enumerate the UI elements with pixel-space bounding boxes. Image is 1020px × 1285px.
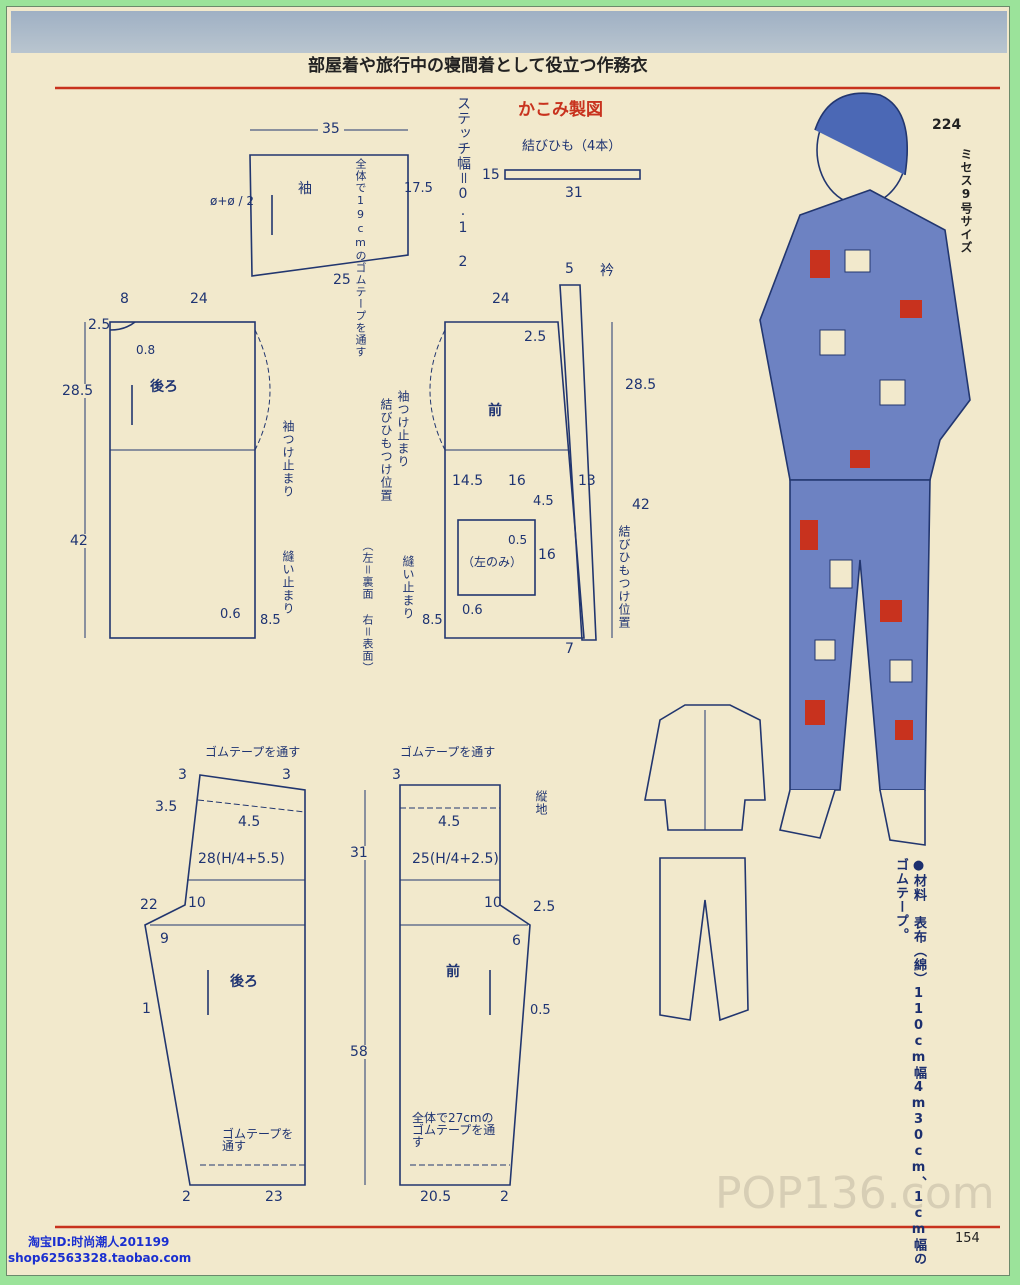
dim: 14.5 [452, 473, 484, 489]
pants-back-piece [144, 774, 306, 1186]
dim: 4.5 [438, 814, 461, 830]
dim: 25 [333, 272, 351, 288]
dim: 0.5 [508, 533, 528, 547]
mark-face-note: （左＝裏面 右＝表面） [361, 540, 374, 674]
dim: 2 [182, 1189, 191, 1205]
materials-line-2: ゴムテープ。 [893, 858, 908, 942]
collar-piece [559, 284, 597, 641]
dim: 2.5 [533, 899, 556, 915]
mark-tie-position: 結びひもつけ位置 [617, 525, 631, 629]
dim: 13 [578, 473, 596, 489]
dim: 24 [492, 291, 510, 307]
top-band [11, 11, 1007, 53]
piece-label-pants-front: 前 [446, 964, 460, 980]
shop-id: 淘宝ID:时尚潮人201199 [28, 1235, 170, 1249]
tie-label: 結びひも（4本） [522, 139, 622, 154]
dim: 16 [538, 547, 556, 563]
size-label: ミセス9号サイズ [959, 148, 973, 254]
section-title: かこみ製図 [518, 100, 603, 120]
piece-label-sleeve: 袖 [298, 181, 312, 197]
dim: 2.5 [88, 317, 111, 333]
dim: 16 [508, 473, 526, 489]
dim: 31 [565, 185, 583, 201]
watermark-logo: POP136.com [715, 1168, 995, 1219]
mark-seam-stop: 縫い止まり [281, 550, 295, 615]
tape-note: ゴムテープを通す [205, 745, 301, 759]
dim: 3 [392, 767, 401, 783]
piece-label-collar: 衿 [600, 263, 614, 279]
stitch-width-note: ステッチ幅＝0.1 2 [455, 96, 471, 271]
dim: 0.5 [530, 1003, 551, 1018]
dim: 10 [188, 895, 206, 911]
dim: 2 [500, 1189, 509, 1205]
shop-url: shop62563328.taobao.com [8, 1251, 192, 1265]
front-bodice-piece [444, 321, 585, 639]
dim: 4.5 [238, 814, 261, 830]
dim: 3 [178, 767, 187, 783]
mark-seam-stop: 縫い止まり [401, 555, 415, 620]
dim: 28.5 [62, 383, 94, 399]
dim: 42 [70, 533, 88, 549]
dim: 8.5 [260, 613, 281, 628]
pocket-label: （左のみ） [462, 555, 523, 569]
dim: 8 [120, 291, 129, 307]
sleeve-piece [249, 154, 409, 277]
dim: 42 [632, 497, 650, 513]
dim: 24 [190, 291, 208, 307]
dim: 28.5 [625, 377, 657, 393]
dim: 4.5 [533, 494, 554, 509]
dim: 35 [318, 122, 344, 136]
mark-sleeve-stop: 袖つけ止まり [396, 390, 410, 468]
materials-line-1: ●材料 表布（綿）110cm幅4m30cm、1cm幅の [911, 858, 926, 1266]
page-number: 154 [955, 1231, 980, 1246]
pants-front-piece [399, 784, 531, 1186]
dim: 31 [350, 845, 368, 861]
dim: 58 [350, 1044, 368, 1060]
tie-strip [504, 169, 641, 180]
page-title: 部屋着や旅行中の寝間着として役立つ作務衣 [308, 56, 648, 76]
piece-label-pants-back: 後ろ [230, 974, 258, 990]
dim: 1 [142, 1001, 151, 1017]
dim: 2.5 [524, 329, 547, 345]
dim: 0.8 [136, 343, 156, 357]
grain-mark: 縦地 [534, 790, 548, 816]
dim: 6 [512, 933, 521, 949]
tape-note: ゴムテープを通す [222, 1127, 294, 1153]
dim: 17.5 [404, 181, 433, 196]
dim: 7 [565, 641, 574, 657]
dim: 5 [565, 261, 574, 277]
dim: 15 [482, 167, 500, 183]
design-number: 224 [932, 117, 962, 133]
dim: 3.5 [155, 799, 178, 815]
piece-label-front: 前 [488, 403, 502, 419]
dim: 22 [140, 897, 158, 913]
sleeve-note: 全体で19cmのゴムテープを通す [354, 158, 367, 358]
dim: 9 [160, 931, 169, 947]
mark-sleeve-stop: 袖つけ止まり [281, 420, 295, 498]
dim: 8.5 [422, 613, 443, 628]
dim: 20.5 [420, 1189, 452, 1205]
dim: 10 [484, 895, 502, 911]
flat-sketch-pants [659, 857, 749, 1022]
dim: 0.6 [220, 607, 241, 622]
tape-note: 全体で27cmのゴムテープを通す [412, 1111, 496, 1149]
back-bodice-piece [109, 321, 256, 639]
mark-tie-position: 結びひもつけ位置 [379, 398, 393, 502]
model-illustration [759, 92, 971, 846]
dim: 3 [282, 767, 291, 783]
pocket [457, 519, 536, 596]
tape-note: ゴムテープを通す [400, 745, 496, 759]
dim: 23 [265, 1189, 283, 1205]
hip-formula: 28(H/4+5.5) [198, 851, 285, 867]
piece-label-back: 後ろ [150, 379, 178, 395]
flat-sketch-jacket [644, 704, 766, 831]
hip-formula: 25(H/4+2.5) [412, 851, 499, 867]
dim: 0.6 [462, 603, 483, 618]
dim: ø+ø / 2 [210, 194, 255, 208]
